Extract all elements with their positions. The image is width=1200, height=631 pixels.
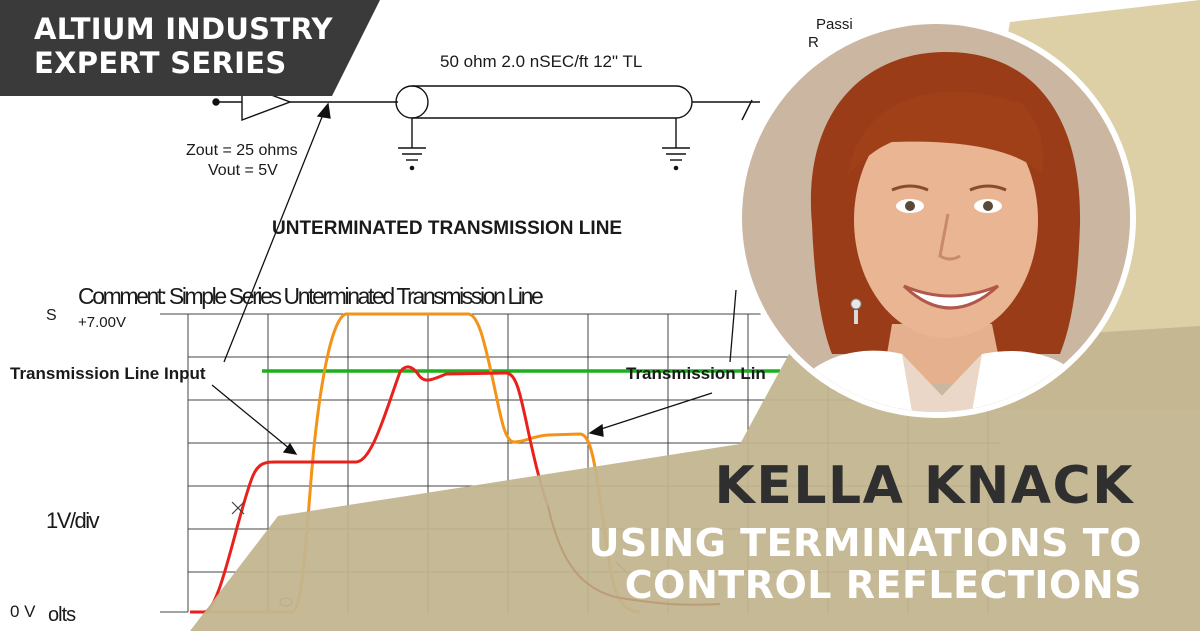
voltage-top-label: +7.00V <box>78 314 126 331</box>
plot-comment: Comment: Simple Series Unterminated Tran… <box>78 283 544 309</box>
expert-name: KELLA KNACK <box>714 456 1134 516</box>
portrait-illustration <box>742 24 1130 412</box>
faded-trace-overlay <box>547 505 721 606</box>
red-waveform-trace <box>190 365 550 614</box>
vout-label: Vout = 5V <box>208 162 278 179</box>
voltage-zero-label: 0 V <box>10 602 36 621</box>
partial-passive-label: Passi <box>816 16 853 33</box>
badge-line-1: ALTIUM INDUSTRY <box>34 12 333 46</box>
schematic-title: UNTERMINATED TRANSMISSION LINE <box>272 218 623 239</box>
volts-units-label: olts <box>48 604 76 626</box>
tl-spec-label: 50 ohm 2.0 nSEC/ft 12" TL <box>440 52 643 71</box>
headline-line-1: USING TERMINATIONS TO <box>588 521 1142 565</box>
series-badge: ALTIUM INDUSTRY EXPERT SERIES <box>34 12 333 80</box>
badge-line-2: EXPERT SERIES <box>34 46 287 80</box>
headline-line-2: CONTROL REFLECTIONS <box>624 563 1142 607</box>
article-headline: USING TERMINATIONS TO CONTROL REFLECTION… <box>589 522 1142 606</box>
axis-cut-label: S <box>46 307 57 324</box>
volts-per-div-label: 1V/div <box>46 508 100 533</box>
series-badge-shape <box>0 0 380 96</box>
annotation-arrows <box>211 102 737 455</box>
transmission-line-symbol <box>395 85 760 171</box>
zout-label: Zout = 25 ohms <box>186 142 298 159</box>
partial-label-r: R <box>808 34 819 51</box>
transmission-line-input-label: Transmission Line Input <box>10 364 206 383</box>
transmission-line-end-label: Transmission Lin <box>626 364 766 383</box>
expert-portrait <box>736 18 1136 418</box>
